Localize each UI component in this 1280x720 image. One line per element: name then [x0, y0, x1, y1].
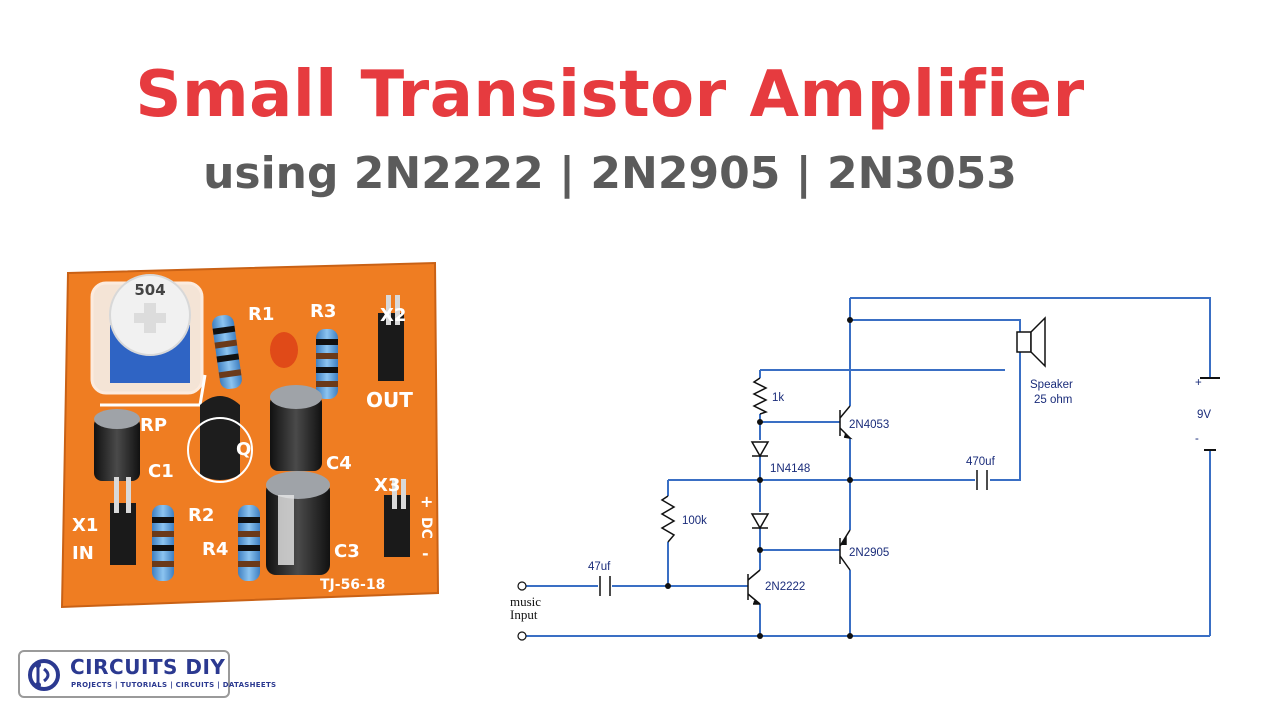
- label-supply-minus: -: [1195, 433, 1199, 445]
- label-speaker-impedance: 25 ohm: [1034, 394, 1072, 406]
- pcb-label-r1: R1: [248, 304, 274, 325]
- resistor-100k-symbol: [660, 495, 676, 543]
- junction-dot: [757, 477, 763, 483]
- circuits-diy-logo: CIRCUITS DIY PROJECTS | TUTORIALS | CIRC…: [18, 650, 276, 698]
- junction-dot: [847, 633, 853, 639]
- label-supply-plus: +: [1195, 377, 1202, 389]
- pcb-label-dc: DC: [418, 517, 434, 539]
- resistor-r3: [316, 329, 338, 399]
- header-x2: [378, 295, 404, 381]
- label-470uf: 470uf: [966, 456, 996, 468]
- capacitor-c1: [94, 409, 140, 481]
- pcb-label-r4: R4: [202, 539, 228, 560]
- label-1k: 1k: [772, 392, 784, 404]
- battery-symbol: [1200, 377, 1220, 451]
- resistor-r1: [212, 314, 242, 390]
- label-47uf: 47uf: [588, 561, 611, 573]
- pcb-label-dc-plus: +: [420, 492, 433, 511]
- circuits-diy-logo-icon: [28, 659, 60, 691]
- junction-dot: [757, 547, 763, 553]
- header-x1: [110, 477, 136, 565]
- transistor-2n2222-symbol: [747, 569, 761, 605]
- header-x3: [384, 479, 410, 557]
- label-2n2222: 2N2222: [765, 581, 805, 593]
- ceramic-capacitor: [270, 332, 298, 368]
- pcb-label-q: Q: [236, 439, 251, 460]
- pcb-label-x2: X2: [380, 305, 406, 326]
- input-terminal-ground: [517, 631, 527, 641]
- logo-name: CIRCUITS DIY: [70, 655, 226, 679]
- pcb-label-c4: C4: [326, 453, 352, 474]
- label-2n4053: 2N4053: [849, 419, 889, 431]
- pcb-label-c1: C1: [148, 461, 174, 482]
- label-music: music: [510, 594, 541, 609]
- pcb-board-illustration: 504 RP R1 R3 X2 OUT Q C1: [60, 261, 440, 609]
- resistor-r4: [238, 505, 260, 581]
- pcb-label-rp: RP: [140, 415, 167, 436]
- trimmer-potentiometer: 504: [90, 274, 204, 395]
- pcb-board-id: TJ-56-18: [320, 577, 385, 593]
- pcb-label-x1: X1: [72, 515, 98, 536]
- pcb-label-x3: X3: [374, 475, 400, 496]
- transistor-2n4053-symbol: [839, 405, 853, 440]
- speaker-symbol: [1016, 316, 1046, 368]
- page-subtitle: using 2N2222 | 2N2905 | 2N3053: [203, 148, 1017, 199]
- resistor-r2: [152, 505, 174, 581]
- label-1n4148: 1N4148: [770, 463, 810, 475]
- junction-dot: [757, 419, 763, 425]
- label-input: Input: [510, 607, 538, 622]
- junction-dot: [847, 317, 853, 323]
- trimmer-code: 504: [134, 281, 165, 299]
- pcb-label-c3: C3: [334, 541, 360, 562]
- page-title: Small Transistor Amplifier: [135, 58, 1085, 132]
- diode-1n4148-lower: [750, 513, 770, 530]
- junction-dot: [665, 583, 671, 589]
- capacitor-470uf-symbol: [976, 470, 988, 490]
- pcb-label-dc-minus: -: [422, 544, 429, 563]
- capacitor-c3: [266, 471, 330, 575]
- input-terminal-signal: [517, 581, 527, 591]
- label-100k: 100k: [682, 515, 707, 527]
- capacitor-c4: [270, 385, 322, 471]
- pcb-label-out: OUT: [366, 388, 413, 412]
- label-speaker: Speaker: [1030, 379, 1073, 391]
- junction-dot: [847, 477, 853, 483]
- capacitor-47uf-symbol: [599, 576, 611, 596]
- transistor-2n2905-symbol: [839, 529, 851, 571]
- transistor-q: [187, 396, 253, 483]
- pcb-label-r3: R3: [310, 301, 336, 322]
- diode-1n4148-upper: [750, 441, 770, 458]
- label-2n2905: 2N2905: [849, 547, 889, 559]
- logo-tagline: PROJECTS | TUTORIALS | CIRCUITS | DATASH…: [71, 681, 277, 689]
- pcb-label-r2: R2: [188, 505, 214, 526]
- label-supply-voltage: 9V: [1197, 409, 1211, 421]
- resistor-1k-symbol: [752, 377, 768, 415]
- pcb-label-in: IN: [72, 543, 94, 564]
- junction-dot: [757, 633, 763, 639]
